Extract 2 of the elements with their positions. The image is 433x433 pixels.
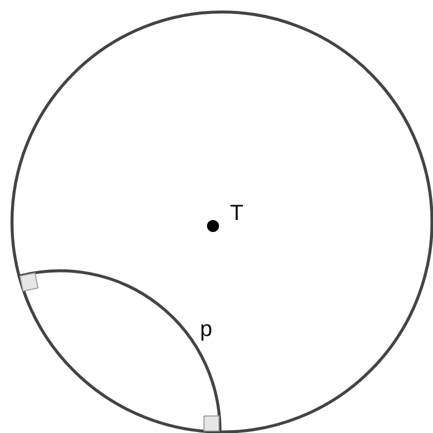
point-label: T [230,202,244,224]
arc-label: p [200,318,212,340]
